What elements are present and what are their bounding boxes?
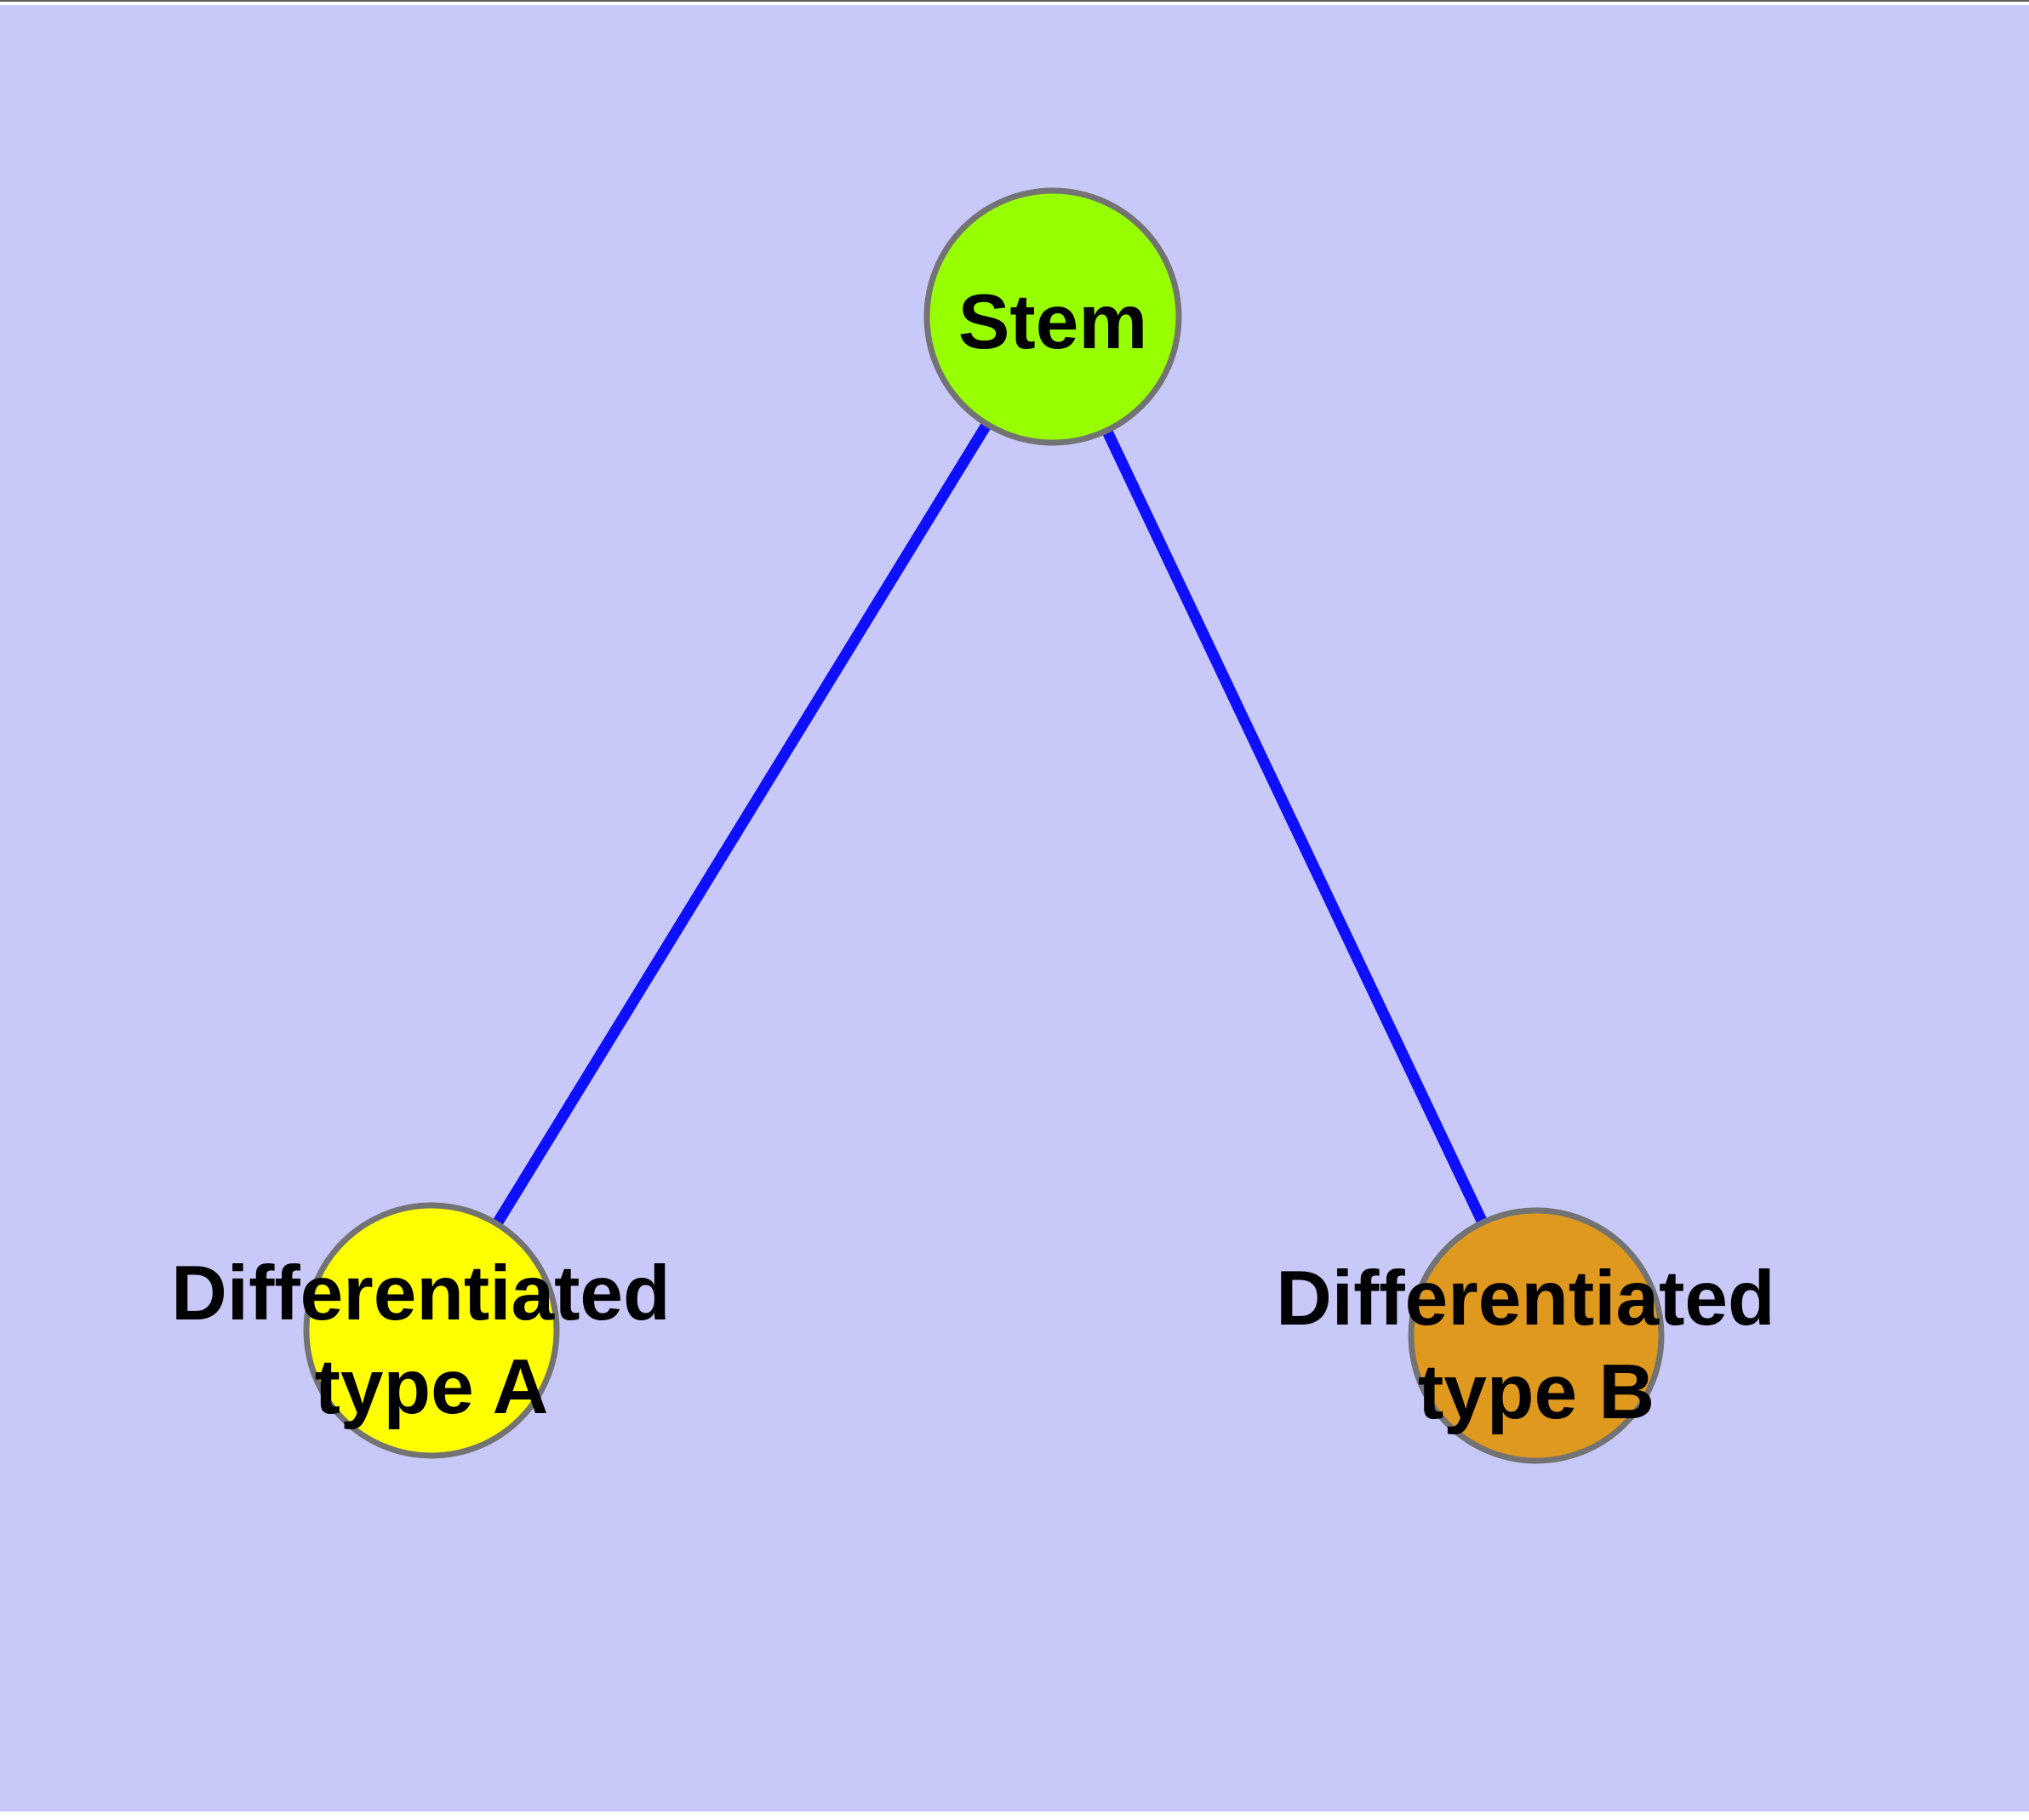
type-b-node[interactable]: Differentiated type B	[1276, 1207, 1797, 1464]
window-top-edge-line	[0, 0, 2029, 2]
type-a-node[interactable]: Differentiated type A	[171, 1202, 692, 1459]
edge-stem-to-type-a	[426, 313, 1058, 1334]
type-a-node-label: Differentiated type A	[171, 1251, 692, 1430]
type-b-node-label: Differentiated type B	[1276, 1256, 1797, 1435]
type-a-node-circle[interactable]	[303, 1202, 560, 1459]
type-b-label-line2: type B	[1418, 1349, 1655, 1435]
type-b-node-circle[interactable]	[1408, 1207, 1665, 1464]
stem-node[interactable]: Stem	[923, 187, 1182, 446]
edge-stem-to-type-b	[1048, 314, 1541, 1338]
stem-node-label: Stem	[958, 279, 1148, 365]
type-a-label-line2: type A	[315, 1344, 549, 1430]
type-b-label-line1: Differentiated	[1276, 1256, 1775, 1342]
stem-node-circle[interactable]	[923, 187, 1182, 446]
type-a-label-line1: Differentiated	[171, 1251, 671, 1336]
